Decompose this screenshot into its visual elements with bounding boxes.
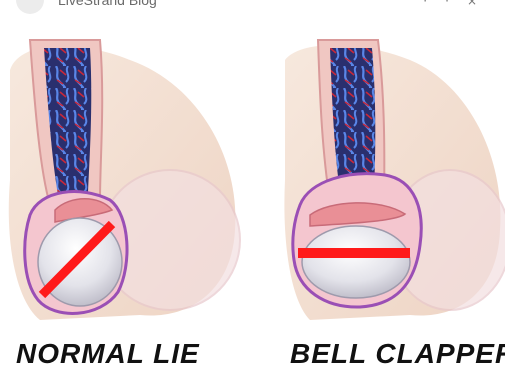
caption-normal-lie: NORMAL LIE [16,338,200,370]
caption-bell-clapper: BELL CLAPPER [290,338,505,370]
medical-illustration [0,0,505,362]
normal-lie-panel [9,40,240,320]
bell-clapper-panel [284,40,505,320]
